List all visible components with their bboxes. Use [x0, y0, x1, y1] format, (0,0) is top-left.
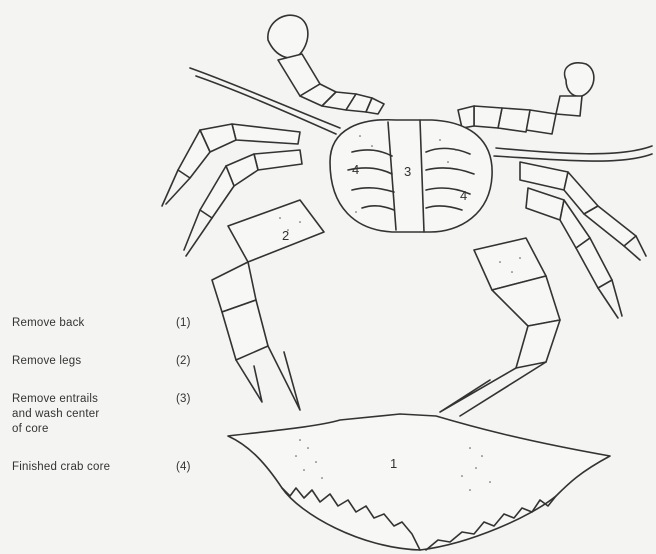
label-shell: 1 [390, 456, 397, 471]
left-claw [212, 200, 324, 410]
label-core-right: 4 [460, 188, 467, 203]
step-index: (4) [176, 460, 191, 475]
label-leg: 2 [282, 228, 289, 243]
step-text: Remove legs [12, 354, 162, 369]
step-index: (3) [176, 392, 191, 407]
label-core-left: 4 [352, 162, 359, 177]
step-index: (1) [176, 316, 191, 331]
step-text: Remove back [12, 316, 162, 331]
step-remove-back: Remove back (1) [12, 316, 212, 331]
label-center: 3 [404, 164, 411, 179]
right-antenna [494, 146, 652, 161]
step-finished-core: Finished crab core (4) [12, 460, 212, 475]
upper-left-limb [268, 15, 384, 114]
step-text: Finished crab core [12, 460, 162, 475]
crab-shell [228, 414, 610, 550]
step-index: (2) [176, 354, 191, 369]
right-claw [440, 238, 560, 416]
step-remove-legs: Remove legs (2) [12, 354, 212, 369]
step-remove-entrails: Remove entrails and wash center of core … [12, 392, 212, 437]
steps-legend: Remove back (1) Remove legs (2) Remove e… [12, 316, 212, 498]
step-text: Remove entrails and wash center of core [12, 392, 162, 437]
upper-right-limb [458, 63, 594, 134]
